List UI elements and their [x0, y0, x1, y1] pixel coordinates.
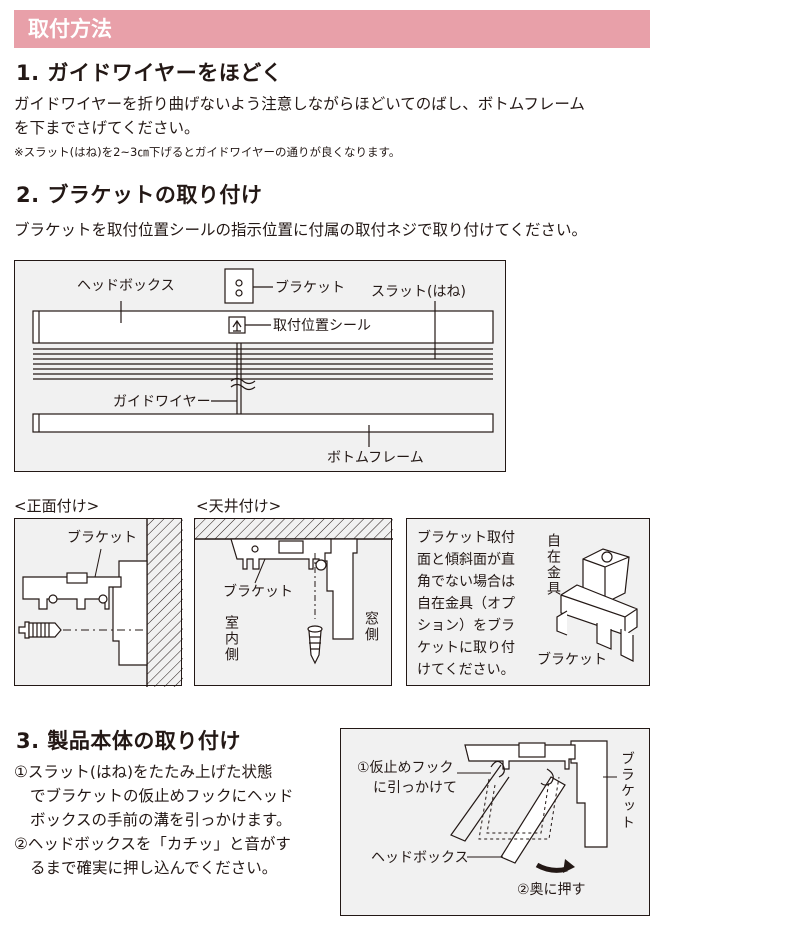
adjuster-text-line2: 面と傾斜面が直 [417, 552, 515, 568]
section3-step2-line2: るまで確実に押し込んでください。 [30, 859, 278, 877]
section3-headbox-label: ヘッドボックス [371, 850, 469, 866]
adjuster-text-line5: ション）をブラ [417, 618, 515, 634]
front-mount-bracket-label: ブラケット [67, 530, 137, 546]
page-title: 取付方法 [28, 17, 112, 41]
hook-label-line2: に引っかけて [373, 780, 457, 796]
front-mount-diagram: ブラケット [14, 518, 183, 687]
ceiling-mount-diagram: ブラケット 室内側 窓側 [194, 518, 393, 686]
section3-bracket-label: ブラケット [619, 751, 635, 831]
adjuster-text-line1: ブラケット取付 [417, 530, 515, 546]
headbox-attach-drawing [450, 740, 617, 873]
label-mount-seal: 取付位置シール [273, 318, 371, 334]
section3-heading: 3. 製品本体の取り付け [16, 729, 241, 753]
label-guide-wire: ガイドワイヤー [113, 394, 211, 410]
blind-overview-drawing [32, 268, 494, 447]
ceiling-mount-drawing [195, 519, 393, 665]
adjuster-text-line7: けてください。 [417, 662, 515, 678]
section3-step2-line1: ②ヘッドボックスを「カチッ」と音がす [14, 835, 291, 853]
section1-note: ※スラット(はね)を2~3㎝下げるとガイドワイヤーの通りが良くなります。 [14, 145, 401, 159]
section2-body: ブラケットを取付位置シールの指示位置に付属の取付ネジで取り付けてください。 [14, 221, 588, 239]
push-label: ②奥に押す [517, 882, 586, 898]
label-bottom-frame: ボトムフレーム [327, 450, 424, 466]
adjuster-text-line4: 自在金具（オプ [417, 596, 515, 612]
hook-label-line1: ①仮止めフック [357, 760, 454, 776]
ceiling-mount-title: <天井付け> [196, 497, 282, 515]
section-header-bar [14, 10, 650, 48]
section3-step1-line3: ボックスの手前の溝を引っかけます。 [30, 811, 292, 829]
label-head-box: ヘッドボックス [77, 278, 175, 294]
blind-overview-diagram: ヘッドボックス ブラケット スラット(はね) 取付位置シール ガイドワイヤー ボ… [14, 260, 506, 472]
adjuster-fitting-label: 自在金具 [545, 533, 561, 597]
section3-step1-line1: ①スラット(はね)をたたみ上げた状態 [14, 763, 273, 781]
front-mount-title: <正面付け> [14, 497, 100, 515]
adjuster-fitting-drawing [556, 548, 638, 662]
ceiling-mount-bracket-label: ブラケット [223, 584, 293, 600]
adjuster-bracket-label: ブラケット [537, 652, 607, 668]
headbox-attach-diagram: ①仮止めフック に引っかけて ブラケット ヘッドボックス ②奥に押す [340, 728, 650, 916]
section1-body-line2: を下までさげてください。 [14, 119, 200, 137]
front-mount-drawing [18, 519, 183, 687]
section1-heading: 1. ガイドワイヤーをほどく [16, 61, 283, 85]
indoor-side-label: 室内側 [223, 615, 239, 663]
adjuster-fitting-box: ブラケット取付 面と傾斜面が直 角でない場合は 自在金具（オプ ション）をブラ … [406, 518, 650, 686]
section2-heading: 2. ブラケットの取り付け [16, 183, 263, 207]
label-slat: スラット(はね) [371, 284, 466, 300]
section1-body-line1: ガイドワイヤーを折り曲げないよう注意しながらほどいてのばし、ボトムフレーム [14, 95, 585, 113]
section3-step1-line2: でブラケットの仮止めフックにヘッド [30, 787, 294, 805]
adjuster-text-line3: 角でない場合は [417, 574, 515, 590]
label-bracket: ブラケット [275, 280, 345, 296]
window-side-label: 窓側 [363, 611, 379, 643]
adjuster-text-line6: ケットに取り付 [417, 640, 515, 656]
